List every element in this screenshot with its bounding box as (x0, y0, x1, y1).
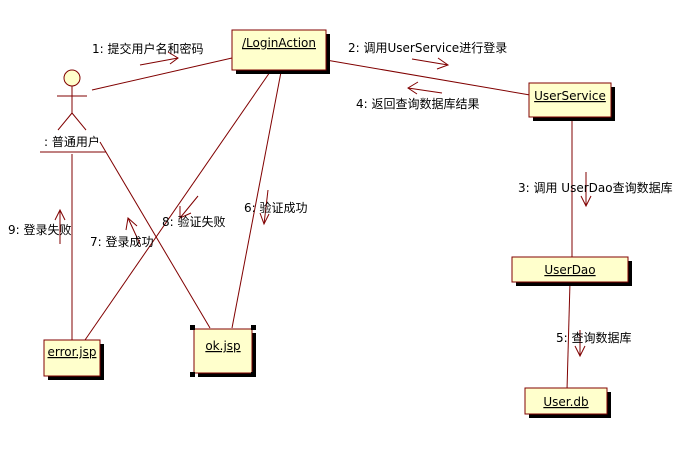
arrow-m7 (127, 217, 141, 245)
object-userdb[interactable]: User.db (524, 387, 611, 418)
message-6: 6: 验证成功 (244, 200, 308, 215)
arrow-m6 (263, 189, 269, 225)
link-loginaction-error (84, 71, 271, 341)
arrow-m8 (179, 195, 199, 219)
arrow-m4 (407, 87, 443, 94)
selection-handle[interactable] (251, 325, 256, 330)
link-user-loginaction (91, 57, 233, 91)
object-userservice-label: UserService (534, 89, 606, 103)
actor-left-leg (57, 112, 73, 131)
selection-handle[interactable] (190, 372, 195, 377)
message-3: 3: 调用 UserDao查询数据库 (518, 180, 673, 195)
message-8: 8: 验证失败 (162, 214, 226, 229)
message-7: 7: 登录成功 (90, 234, 154, 249)
object-userdao-label: UserDao (544, 263, 595, 277)
object-userdao[interactable]: UserDao (511, 256, 632, 286)
object-loginaction[interactable]: /LoginAction (231, 29, 330, 74)
object-error-jsp[interactable]: error.jsp (43, 339, 104, 380)
object-error-jsp-label: error.jsp (48, 345, 97, 359)
message-4: 4: 返回查询数据库结果 (356, 96, 480, 111)
message-labels: 1: 提交用户名和密码 2: 调用UserService进行登录 3: 调用 U… (8, 40, 673, 345)
message-9: 9: 登录失败 (8, 222, 72, 237)
object-userservice[interactable]: UserService (528, 82, 615, 121)
link-loginaction-userservice (325, 59, 531, 96)
actor-head-icon (63, 69, 81, 87)
message-5: 5: 查询数据库 (556, 330, 632, 345)
associations (71, 57, 573, 391)
link-loginaction-ok (231, 71, 282, 329)
object-loginaction-label: /LoginAction (242, 36, 316, 50)
link-user-ok (99, 141, 211, 329)
message-arrows (54, 51, 592, 358)
object-ok-jsp-label: ok.jsp (205, 339, 240, 353)
selection-handle[interactable] (190, 325, 195, 330)
link-userdao-userdb (566, 281, 571, 391)
object-userdb-label: User.db (543, 395, 588, 409)
selection-handle[interactable] (251, 372, 256, 377)
message-1: 1: 提交用户名和密码 (92, 41, 204, 56)
object-ok-jsp[interactable]: ok.jsp (190, 325, 256, 377)
message-2: 2: 调用UserService进行登录 (348, 40, 507, 55)
actor-right-leg (71, 112, 87, 131)
arrow-m2 (411, 58, 449, 66)
actor-label: : 普通用户 (44, 134, 100, 149)
actor-user[interactable]: : 普通用户 (40, 69, 106, 153)
arrow-m1 (139, 57, 179, 66)
